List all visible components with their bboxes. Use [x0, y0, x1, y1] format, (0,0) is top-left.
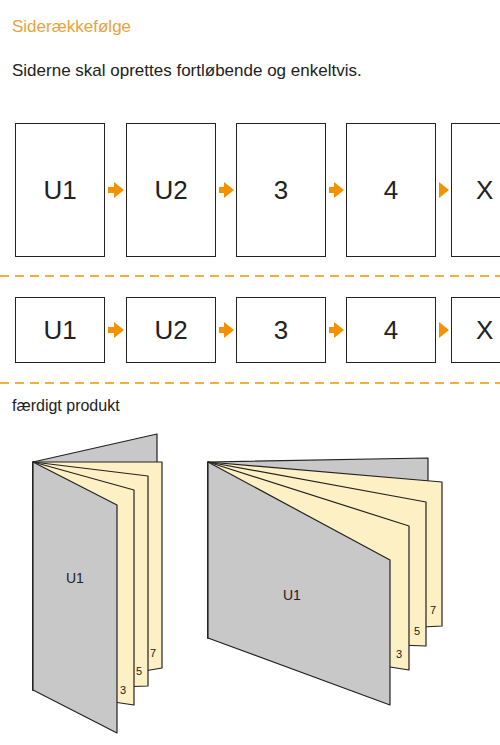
page-box: X: [451, 297, 500, 363]
heading: Siderækkefølge: [12, 17, 131, 37]
label-text: færdigt produkt: [12, 396, 120, 415]
page-box: 3: [236, 297, 326, 363]
flow-arrow: [439, 182, 449, 198]
flow-arrow: [108, 182, 124, 198]
page-number: 4: [384, 175, 398, 206]
flow-arrow: [219, 322, 234, 338]
page-number: 5: [136, 665, 142, 678]
page-number: X: [476, 315, 493, 346]
arrow-head: [114, 182, 124, 198]
arrow-head: [334, 322, 344, 338]
page-number: X: [476, 175, 493, 206]
page-number: 5: [414, 625, 420, 638]
flow-arrow: [329, 322, 344, 338]
page-box: U1: [15, 297, 105, 363]
page-number: 7: [150, 647, 156, 660]
page-number: 4: [384, 315, 398, 346]
page-box: U2: [126, 297, 216, 363]
page-box: 3: [236, 123, 326, 257]
arrow-head: [439, 182, 449, 198]
arrow-head: [114, 322, 124, 338]
flow-arrow: [108, 322, 124, 338]
arrow-head: [224, 182, 234, 198]
page-number: U1: [43, 175, 76, 206]
arrow-shaft: [108, 187, 115, 193]
divider-line: [0, 275, 500, 277]
flow-arrow: [219, 182, 234, 198]
page-number: 3: [274, 315, 288, 346]
arrow-shaft: [108, 327, 115, 333]
page-number: 3: [396, 648, 402, 661]
arrow-head: [334, 182, 344, 198]
page-number: 7: [430, 604, 436, 617]
page-box: 4: [346, 123, 436, 257]
page-label: U1: [283, 587, 301, 604]
arrow-head: [224, 322, 234, 338]
flow-arrow: [439, 322, 449, 338]
page-box: U1: [15, 123, 105, 257]
page-box: X: [451, 123, 500, 257]
page-number: U2: [154, 175, 187, 206]
page-box: U2: [126, 123, 216, 257]
page-label: U1: [66, 570, 84, 587]
portrait-booklet: [33, 434, 162, 733]
page-number: 3: [120, 684, 126, 697]
page-number: 3: [274, 175, 288, 206]
flow-arrow: [329, 182, 344, 198]
page-box: 4: [346, 297, 436, 363]
page-number: U2: [154, 315, 187, 346]
landscape-booklet: [208, 458, 442, 705]
divider-line: [0, 382, 500, 384]
arrow-head: [439, 322, 449, 338]
page-number: U1: [43, 315, 76, 346]
label-text: Siderne skal oprettes fortløbende og enk…: [12, 61, 362, 81]
